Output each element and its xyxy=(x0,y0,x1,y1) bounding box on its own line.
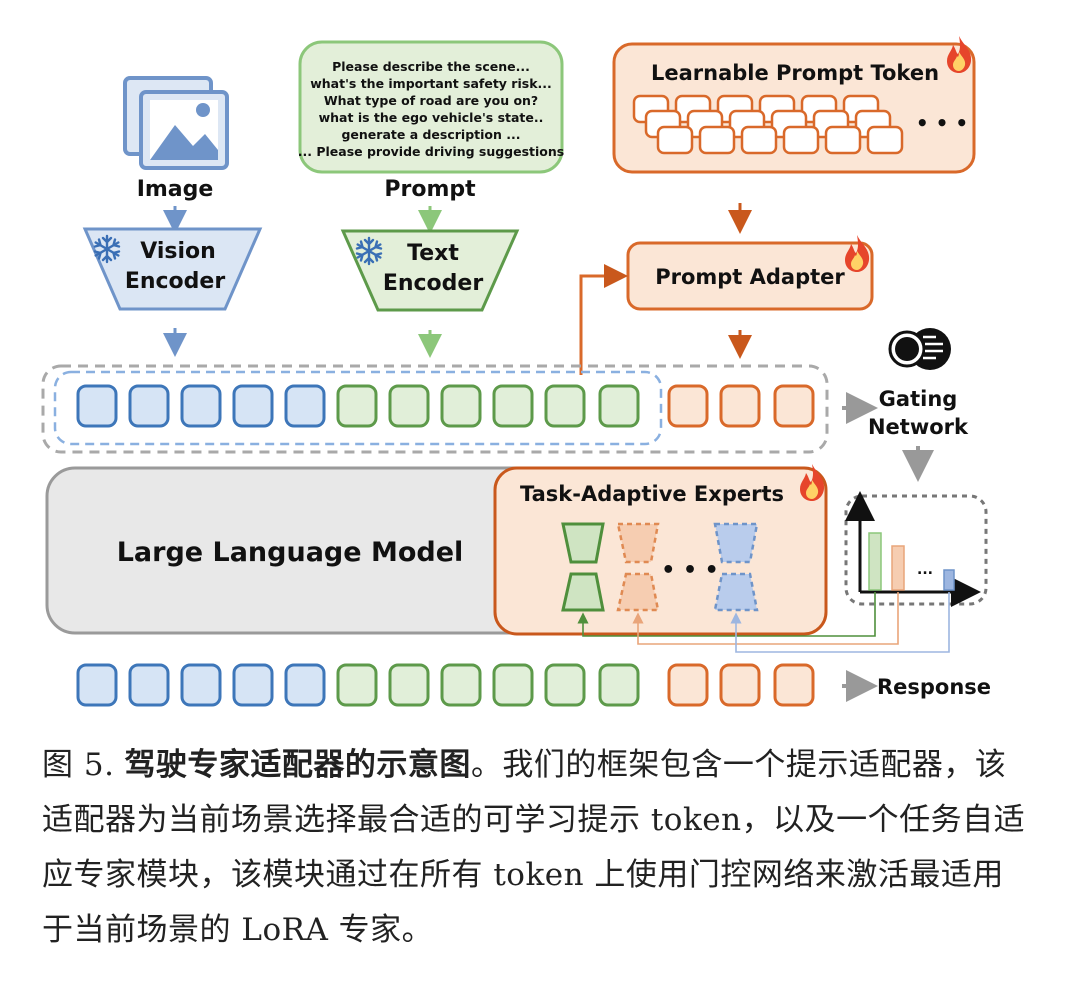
text-encoder-trapezoid xyxy=(340,229,520,312)
image-icon xyxy=(123,76,229,170)
chart-ellipsis: ... xyxy=(917,562,933,578)
output-token-row xyxy=(76,663,815,707)
experts-label: Task-Adaptive Experts xyxy=(520,482,784,506)
prompt-line-2: what's the important safety risk... xyxy=(310,76,552,91)
figure-number: 图 5. xyxy=(42,747,115,783)
route-line-orange xyxy=(632,592,899,645)
prompt-line-4: what is the ego vehicle's state.. xyxy=(319,110,544,125)
input-token-row xyxy=(76,384,815,428)
route-line-green xyxy=(577,592,876,637)
prompt-token-stack xyxy=(632,94,904,155)
route-line-blue xyxy=(730,592,950,653)
prompt-line-3: What type of road are you on? xyxy=(324,93,538,108)
expert-orange xyxy=(616,522,660,612)
weight-bar-orange xyxy=(891,545,905,591)
vision-encoder-trapezoid xyxy=(82,227,263,311)
caption-title: 驾驶专家适配器的示意图 xyxy=(124,747,471,783)
prompt-adapter-label: Prompt Adapter xyxy=(655,265,845,289)
prompt-line-1: Please describe the scene... xyxy=(332,59,530,74)
response-label: Response xyxy=(877,675,991,699)
gating-label-2: Network xyxy=(868,415,969,439)
gating-weights-frame xyxy=(844,494,988,606)
figure-caption: 图 5.驾驶专家适配器的示意图。我们的框架包含一个提示适配器，该适配器为当前场景… xyxy=(42,738,1032,958)
vision-encoder-label-1: Vision xyxy=(140,239,216,264)
llm-label: Large Language Model xyxy=(117,537,464,568)
prompt-line-5: generate a description ... xyxy=(341,127,520,142)
token-ellipsis: • • • xyxy=(916,111,968,135)
expert-green xyxy=(561,522,605,612)
trainable-flame-icon xyxy=(845,235,870,272)
image-label: Image xyxy=(137,177,214,202)
prompt-label: Prompt xyxy=(384,177,476,202)
vision-encoder-label-2: Encoder xyxy=(125,269,226,294)
gating-label-1: Gating xyxy=(879,387,958,411)
text-encoder-label-2: Encoder xyxy=(383,271,484,296)
arrow-tokens-to-prompt-adapter xyxy=(579,264,628,375)
multimodal-tokens-frame xyxy=(53,370,663,446)
expert-blue xyxy=(713,522,759,612)
text-encoder-label-1: Text xyxy=(407,241,459,266)
prompt-adapter-box xyxy=(626,241,874,311)
gating-network-icon xyxy=(888,328,951,370)
prompt-box xyxy=(298,40,564,174)
experts-ellipsis: • • • xyxy=(661,558,719,583)
prompt-line-6: ... Please provide driving suggestions xyxy=(298,144,565,159)
input-sequence-frame xyxy=(41,364,829,454)
learnable-prompt-token-label: Learnable Prompt Token xyxy=(651,61,939,85)
weight-bar-blue xyxy=(943,569,955,591)
trainable-flame-icon xyxy=(947,36,972,73)
caption-body: 。我们的框架包含一个提示适配器，该适配器为当前场景选择最合适的可学习提示 tok… xyxy=(42,747,1026,948)
weight-bar-green xyxy=(868,532,882,591)
